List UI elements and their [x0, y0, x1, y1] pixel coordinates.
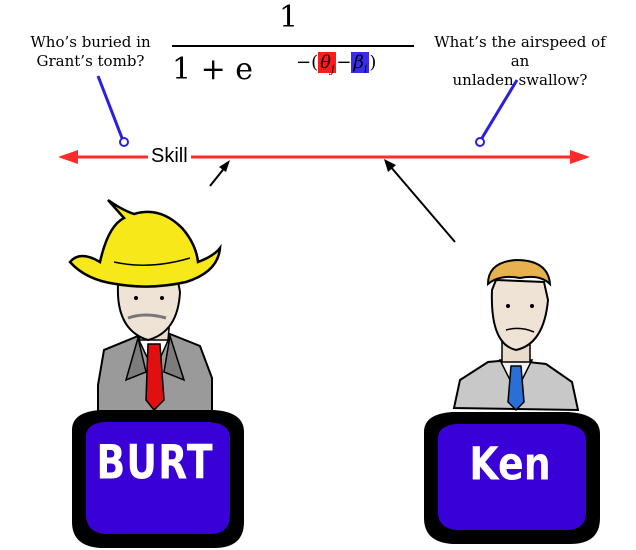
burt-tie	[145, 343, 165, 412]
formula-numerator: 1	[279, 0, 299, 35]
formula-fraction-bar	[172, 45, 414, 47]
theta-symbol: θ	[320, 52, 331, 73]
formula-denominator: 1 + e	[172, 52, 253, 87]
exponent-minus: −	[336, 52, 352, 73]
burt-face	[116, 269, 182, 342]
ken-name-label: Ken	[469, 437, 551, 491]
beta-symbol: β	[353, 52, 364, 73]
ken-tie	[507, 365, 525, 412]
ken-hair	[486, 258, 552, 287]
hard-question-line-1: What’s the airspeed of an	[434, 33, 606, 70]
axis-right-arrowhead	[570, 150, 590, 164]
theta-term: θj	[318, 52, 337, 76]
burt-name-label: BURT	[96, 434, 214, 490]
easy-question-text: Who’s buried in Grant’s tomb?	[18, 33, 163, 71]
exponent-close: )	[369, 52, 377, 73]
formula-exponent: −(θj−βi)	[296, 52, 376, 76]
burt-figure	[68, 198, 222, 413]
burt-skill-pointer	[209, 160, 230, 187]
hard-question-text: What’s the airspeed of an unladen swallo…	[425, 33, 615, 90]
ken-skill-pointer	[384, 159, 456, 243]
skill-axis-label: Skill	[148, 145, 191, 167]
exponent-open: −(	[296, 52, 319, 73]
burt-cowboy-hat	[68, 198, 222, 288]
beta-term: βi	[351, 52, 370, 76]
ken-podium	[424, 412, 600, 544]
axis-left-arrowhead	[58, 150, 78, 164]
formula-denominator-base: 1 + e	[172, 52, 254, 87]
hard-question-pointer	[475, 79, 519, 147]
skill-axis	[58, 150, 590, 164]
hard-question-line-2: unladen swallow?	[452, 71, 588, 89]
beta-subscript: i	[363, 62, 368, 76]
easy-question-pointer	[96, 75, 129, 147]
ken-face	[490, 278, 550, 352]
easy-question-line-2: Grant’s tomb?	[36, 52, 145, 70]
theta-subscript: j	[330, 62, 335, 76]
easy-question-line-1: Who’s buried in	[30, 33, 151, 51]
ken-figure	[452, 258, 580, 412]
burt-podium	[72, 410, 244, 548]
